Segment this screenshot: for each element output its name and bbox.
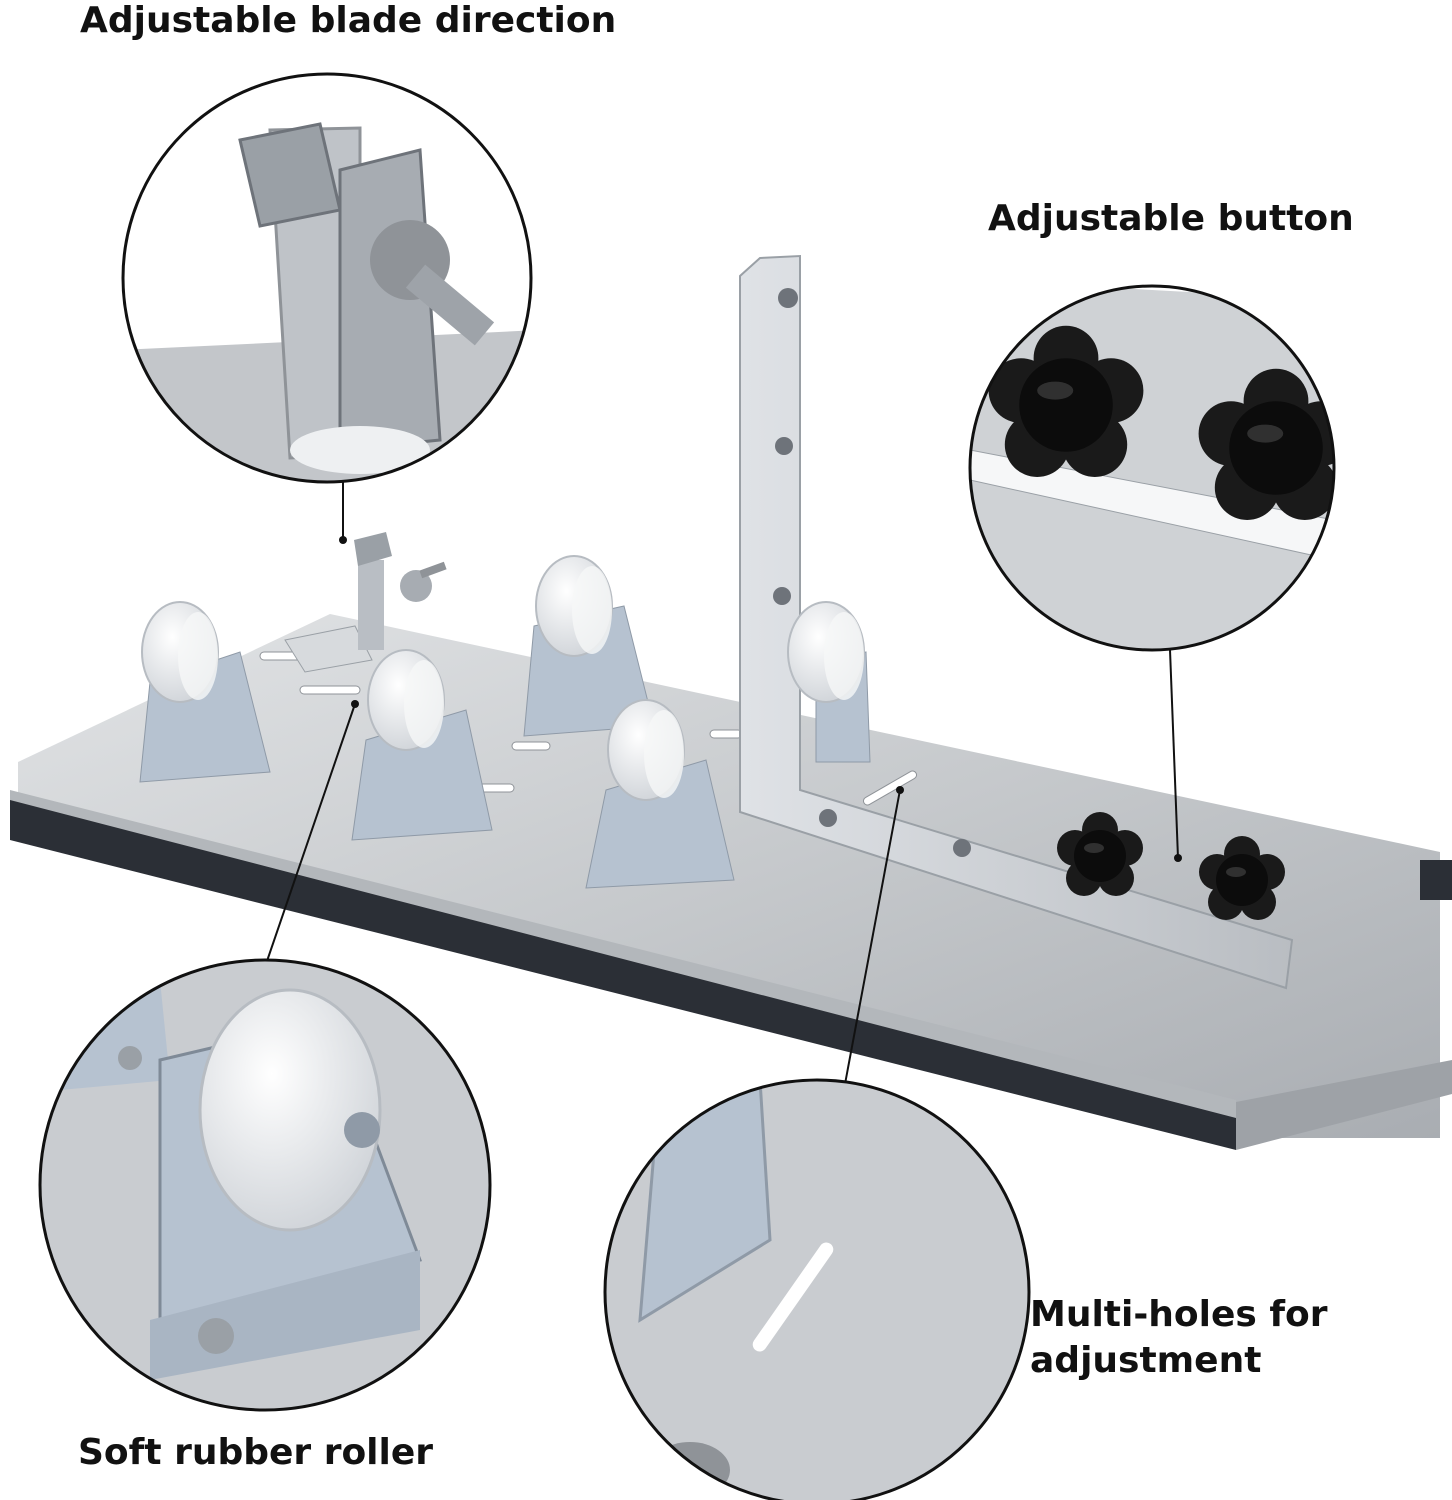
zoom-multi-holes bbox=[603, 1078, 1031, 1500]
adjustment-slots bbox=[259, 651, 918, 806]
zoom-rubber-roller bbox=[38, 958, 492, 1412]
zoom-blade-holder bbox=[121, 72, 533, 484]
label-multi-holes-line2: adjustment bbox=[1030, 1340, 1262, 1381]
label-multi-holes: Multi-holes for adjustment bbox=[1030, 1292, 1328, 1384]
leader-dots bbox=[339, 536, 1182, 862]
blade-holder-icon bbox=[284, 532, 447, 673]
label-soft-rubber-roller: Soft rubber roller bbox=[78, 1432, 434, 1473]
rubber-strip bbox=[10, 800, 1236, 1150]
label-multi-holes-line1: Multi-holes for bbox=[1030, 1294, 1328, 1335]
zoom-adjustable-button bbox=[968, 284, 1336, 652]
l-bracket-icon bbox=[739, 254, 1294, 990]
label-adjustable-button: Adjustable button bbox=[988, 198, 1354, 239]
roller-wheel-icon bbox=[139, 555, 871, 889]
label-adjustable-blade-direction: Adjustable blade direction bbox=[80, 0, 617, 41]
